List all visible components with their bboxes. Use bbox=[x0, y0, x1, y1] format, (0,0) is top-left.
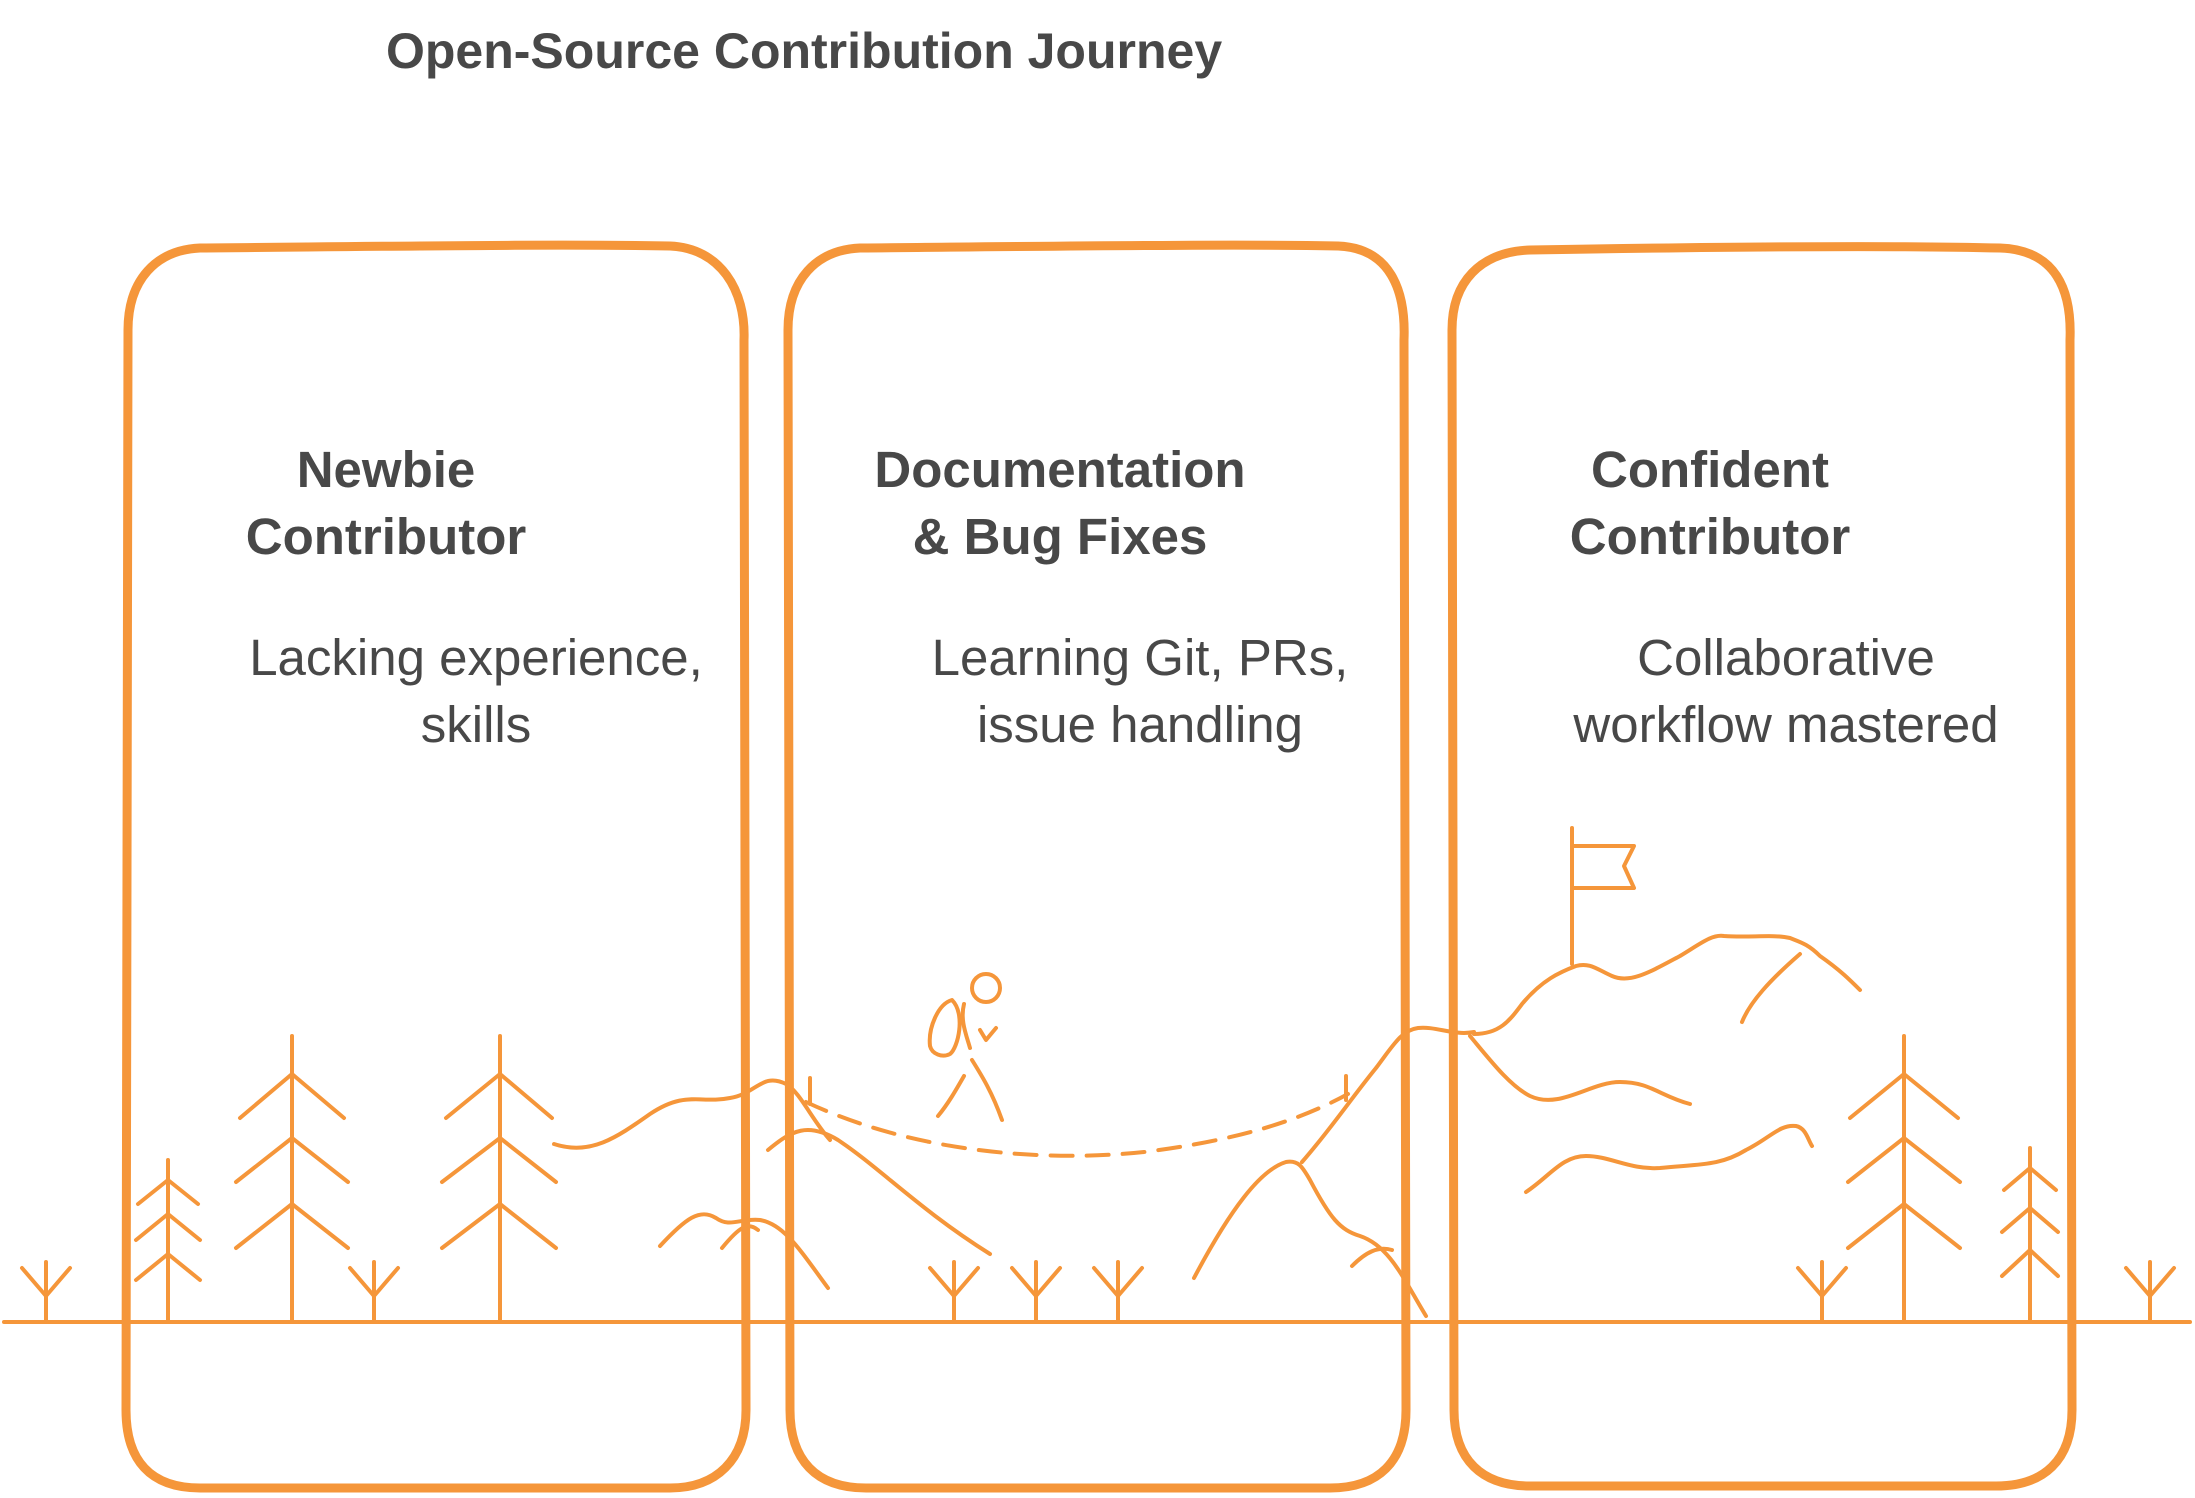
stage-3-description: Collaborative workflow mastered bbox=[1573, 629, 1999, 753]
hill-icon bbox=[1300, 1025, 1476, 1164]
hill-icon bbox=[1468, 1034, 1692, 1106]
hill-icon bbox=[1192, 1159, 1428, 1318]
stage-1-title: Newbie Contributor bbox=[245, 441, 527, 565]
pine-tree-icon bbox=[440, 1034, 558, 1324]
stage-2-title: Documentation & Bug Fixes bbox=[874, 441, 1246, 565]
grass-sprout-icon bbox=[2124, 1260, 2176, 1322]
hill-icon bbox=[1350, 1246, 1394, 1268]
hill-icon bbox=[1524, 1123, 1814, 1194]
pine-tree-icon bbox=[2000, 1146, 2060, 1324]
grass-sprout-icon bbox=[348, 1260, 400, 1322]
hill-icon bbox=[1740, 952, 1802, 1024]
grass-sprout-icon bbox=[20, 1260, 72, 1322]
hill-icon bbox=[766, 1127, 992, 1256]
stage-3-title: Confident Contributor bbox=[1569, 441, 1851, 565]
rope-bridge bbox=[804, 1092, 1350, 1158]
pine-tree-icon bbox=[1846, 1034, 1962, 1324]
hill-icon bbox=[658, 1212, 830, 1290]
pine-tree-icon bbox=[134, 1158, 202, 1324]
stage-panel-3 bbox=[1447, 242, 2077, 1491]
hill-icon bbox=[552, 1078, 832, 1150]
stage-panel-1 bbox=[121, 240, 751, 1493]
stage-panel-2 bbox=[783, 240, 1411, 1493]
grass-sprout-icon bbox=[1092, 1260, 1144, 1322]
stage-1-description: Lacking experience, skills bbox=[249, 629, 703, 753]
grass-sprout-icon bbox=[928, 1260, 980, 1322]
diagram-title: Open-Source Contribution Journey bbox=[386, 23, 1223, 79]
hill-icon bbox=[720, 1224, 760, 1250]
summit-flag-icon bbox=[1570, 826, 1636, 966]
grass-sprout-icon bbox=[1796, 1260, 1848, 1322]
hiker-icon bbox=[927, 972, 1004, 1122]
pine-tree-icon bbox=[234, 1034, 350, 1324]
stage-2-description: Learning Git, PRs, issue handling bbox=[931, 629, 1349, 753]
hill-icon bbox=[1472, 933, 1862, 1036]
grass-sprout-icon bbox=[1010, 1260, 1062, 1322]
